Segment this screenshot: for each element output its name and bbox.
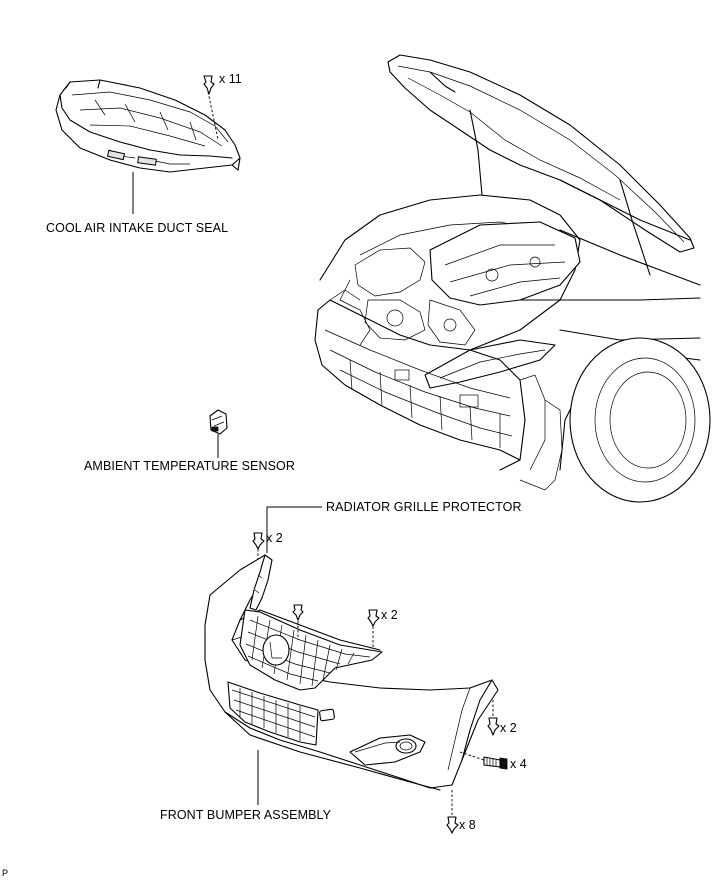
duct-seal-clip-icon xyxy=(203,75,215,95)
bumper-top-center-clip-icon xyxy=(292,604,304,621)
grille-protector-clip-icon xyxy=(252,532,265,550)
bumper-top-clip-quantity: x 2 xyxy=(381,608,398,622)
vehicle-front-illustration xyxy=(314,54,711,503)
bumper-side-bolt-quantity: x 4 xyxy=(510,757,527,771)
bumper-side-screw-icon xyxy=(487,717,500,736)
cool-air-intake-duct-seal-part xyxy=(55,79,241,173)
bumper-side-bolt-icon xyxy=(483,756,508,770)
ambient-temperature-sensor-label: AMBIENT TEMPERATURE SENSOR xyxy=(84,459,295,473)
front-bumper-assembly-label: FRONT BUMPER ASSEMBLY xyxy=(160,808,332,822)
bumper-side-screw-quantity: x 2 xyxy=(500,721,517,735)
front-bumper-assembly-part xyxy=(204,554,499,791)
ambient-temperature-sensor-part xyxy=(209,409,228,435)
bumper-bottom-clip-icon xyxy=(446,816,459,834)
corner-mark: P xyxy=(2,868,9,878)
radiator-grille-protector-label: RADIATOR GRILLE PROTECTOR xyxy=(326,500,522,514)
cool-air-intake-duct-seal-label: COOL AIR INTAKE DUCT SEAL xyxy=(46,221,229,235)
bumper-top-right-clip-icon xyxy=(367,609,380,627)
grille-protector-clip-quantity: x 2 xyxy=(266,531,283,545)
bumper-bottom-clip-quantity: x 8 xyxy=(459,818,476,832)
duct-seal-clip-quantity: x 11 xyxy=(219,72,242,86)
